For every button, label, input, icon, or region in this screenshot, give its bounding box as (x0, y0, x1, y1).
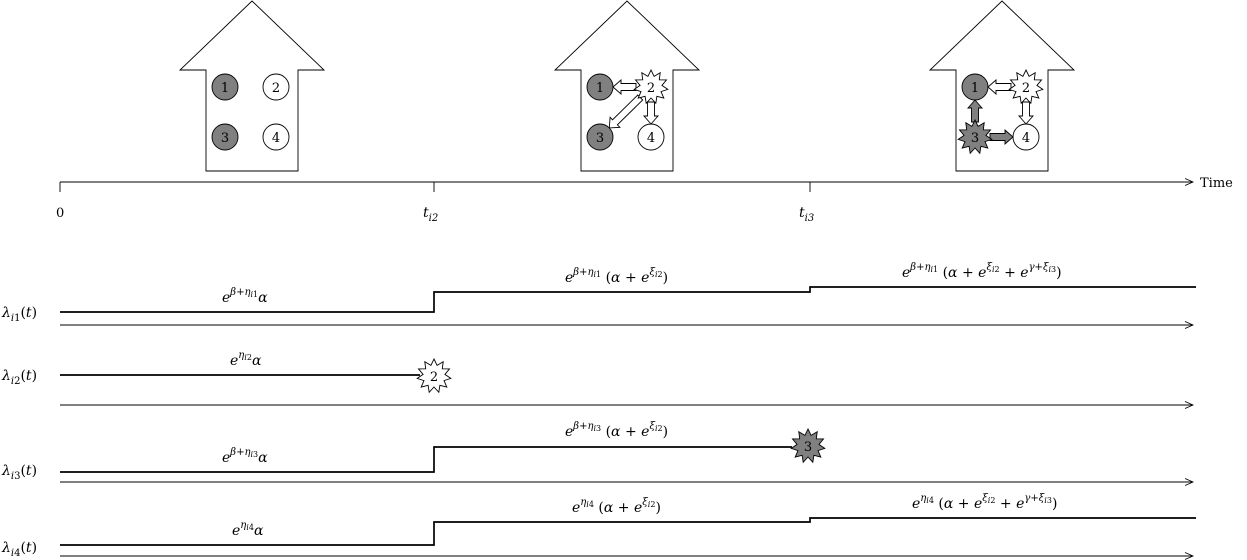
house-1-member-2: 2 (262, 73, 290, 101)
hazard-3-seg-1: eβ+ηi3α (222, 447, 268, 466)
house-2-member-4-circle (637, 123, 665, 151)
hazard-label-3: λi3(t) (1, 463, 37, 482)
house-1-member-4-number: 4 (272, 131, 280, 146)
house-2: 1 2 3 4 (553, 0, 701, 172)
marker-row2-star (416, 357, 452, 394)
hazard-1-seg-1: eβ+ηi1α (222, 287, 268, 306)
hazard-curve-1 (60, 286, 1196, 313)
house-2-arrow-2-to-1 (612, 79, 637, 95)
house-3: 1 2 3 4 (928, 0, 1076, 172)
house-1-member-4-circle (262, 123, 290, 151)
tick-label-ti2: ti2 (423, 205, 438, 224)
house-2-member-3-number: 3 (596, 131, 604, 146)
infection-marker-2: 2 (416, 357, 452, 394)
marker-row2-number: 2 (430, 370, 438, 385)
house-2-member-2: 2 (633, 68, 669, 105)
hazard-row-2: λi2(t) eηi2α 2 (1, 350, 1193, 405)
house-2-member-4-number: 4 (647, 131, 655, 146)
house-1-member-2-number: 2 (272, 81, 280, 96)
hazard-label-2: λi2(t) (1, 368, 37, 387)
house-3-member-1: 1 (961, 73, 989, 101)
house-2-arrow-2-to-3 (608, 94, 644, 129)
house-3-member-3-number: 3 (971, 131, 979, 146)
hazard-3-seg-2: eβ+ηi3 (α + eξi2) (565, 421, 668, 440)
house-1-member-3-circle (211, 123, 239, 151)
infection-marker-3: 3 (790, 427, 826, 464)
house-1-member-3-number: 3 (221, 131, 229, 146)
house-2-member-2-star (633, 68, 669, 105)
hazard-4-seg-2: eηi4 (α + eξi2) (572, 497, 661, 516)
house-2-member-3: 3 (586, 123, 614, 151)
house-1-member-3: 3 (211, 123, 239, 151)
house-2-member-1-circle (586, 73, 614, 101)
house-1-member-1: 1 (211, 73, 239, 101)
house-1-member-2-circle (262, 73, 290, 101)
tick-label-0: 0 (56, 206, 64, 221)
hazard-4-seg-3: eηi4 (α + eξi2 + eγ+ξi3) (912, 493, 1057, 512)
house-3-member-2-number: 2 (1022, 81, 1030, 96)
time-axis: Time 0 ti2 ti3 (56, 176, 1233, 224)
hazard-4-seg-1: eηi4α (232, 520, 264, 539)
house-2-member-4: 4 (637, 123, 665, 151)
hazard-label-4: λi4(t) (1, 540, 37, 559)
house-3-member-4: 4 (1012, 123, 1040, 151)
house-3-member-3-star (957, 118, 993, 155)
hazard-curve-4 (60, 517, 1196, 546)
marker-row3-star (790, 427, 826, 464)
hazard-1-seg-2: eβ+ηi1 (α + eξi2) (565, 267, 668, 286)
house-2-arrow-2-to-4 (643, 101, 659, 125)
time-axis-label: Time (1200, 176, 1233, 191)
house-2-member-3-circle (586, 123, 614, 151)
house-2-member-1-number: 1 (596, 81, 604, 96)
house-3-arrow-3-to-4 (989, 129, 1014, 145)
hazard-curve-3 (60, 446, 792, 473)
house-1-member-1-number: 1 (221, 81, 229, 96)
house-1: 1 2 3 4 (178, 0, 326, 172)
house-2-member-1: 1 (586, 73, 614, 101)
house-3-member-2: 2 (1008, 68, 1044, 105)
hazard-row-4: λi4(t) eηi4α eηi4 (α + eξi2) eηi4 (α + e… (1, 493, 1196, 559)
houses-group: 1 2 3 4 1 2 3 4 1 2 3 4 (178, 0, 1076, 172)
marker-row3-number: 3 (804, 440, 812, 455)
house-3-member-1-circle (961, 73, 989, 101)
house-1-member-4: 4 (262, 123, 290, 151)
house-3-member-2-star (1008, 68, 1044, 105)
hazard-row-3: λi3(t) eβ+ηi3α eβ+ηi3 (α + eξi2) 3 (1, 421, 1193, 482)
house-3-member-4-circle (1012, 123, 1040, 151)
house-3-member-1-number: 1 (971, 81, 979, 96)
hazard-row-1: λi1(t) eβ+ηi1α eβ+ηi1 (α + eξi2) eβ+ηi1 … (1, 262, 1196, 325)
house-3-arrow-3-to-1 (967, 99, 983, 123)
house-3-member-4-number: 4 (1022, 131, 1030, 146)
hazard-1-seg-3: eβ+ηi1 (α + eξi2 + eγ+ξi3) (902, 262, 1062, 281)
house-1-outline (178, 0, 326, 172)
house-3-arrow-2-to-1 (987, 79, 1012, 95)
tick-label-ti3: ti3 (799, 205, 814, 224)
house-3-member-3: 3 (957, 118, 993, 155)
house-3-arrow-2-to-4 (1018, 101, 1034, 125)
house-1-member-1-circle (211, 73, 239, 101)
hazard-2-seg-1: eηi2α (230, 350, 262, 369)
hazard-label-1: λi1(t) (1, 305, 37, 324)
house-2-member-2-number: 2 (647, 81, 655, 96)
